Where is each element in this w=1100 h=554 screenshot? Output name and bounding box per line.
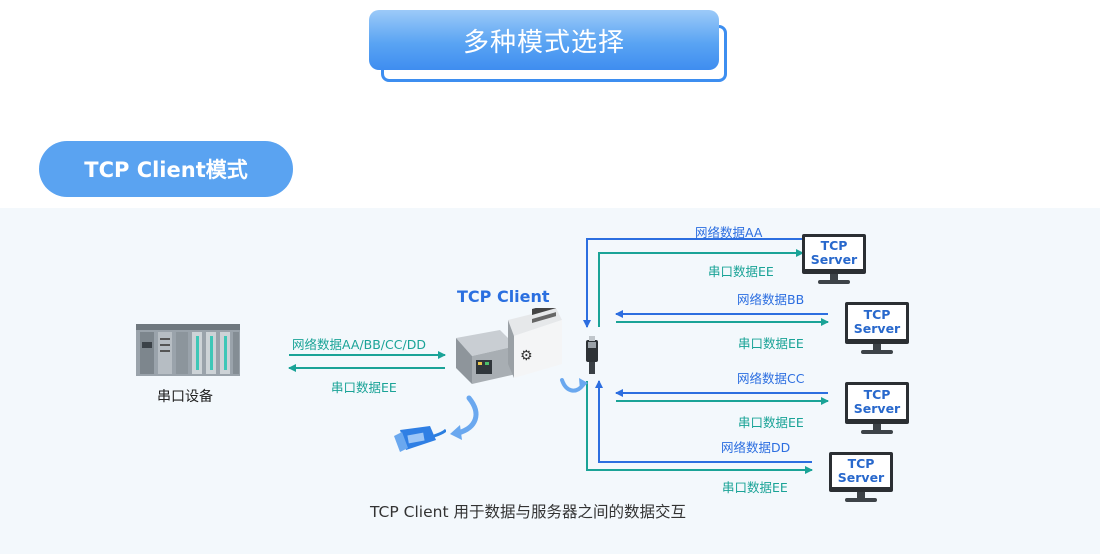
server4-serial-label: 串口数据EE — [722, 480, 788, 495]
tcp-server-monitor-4: TCP Server — [829, 452, 893, 502]
server2-serial-label: 串口数据EE — [738, 336, 804, 351]
svg-text:⚙: ⚙ — [520, 348, 533, 364]
curve-to-usb-arrow — [455, 395, 479, 436]
serial-send-label: 网络数据AA/BB/CC/DD — [292, 337, 426, 352]
plc-device-icon — [136, 324, 240, 376]
server1-serial-arrow — [598, 249, 804, 327]
tcp-server-monitor-1: TCP Server — [802, 234, 866, 284]
server3-net-label: 网络数据CC — [737, 371, 805, 386]
serial-server-module-icon: ⚙ — [456, 308, 562, 384]
server1-net-arrow — [583, 238, 803, 328]
server1-serial-label: 串口数据EE — [708, 264, 774, 279]
server2-name-line2: Server — [853, 321, 901, 336]
device-label: 串口设备 — [157, 389, 213, 405]
server4-serial-arrow — [586, 381, 813, 474]
diagram-panel — [0, 208, 1100, 554]
tcp-client-label: TCP Client — [457, 287, 550, 306]
tcp-server-monitor-2: TCP Server — [845, 302, 909, 354]
usb-serial-cable-icon — [394, 426, 446, 452]
server1-name-line1: TCP — [820, 238, 848, 253]
server4-name-line2: Server — [837, 470, 885, 485]
server2-net-label: 网络数据BB — [737, 292, 805, 307]
page-title: 多种模式选择 — [369, 10, 719, 70]
server4-net-label: 网络数据DD — [721, 440, 791, 455]
mode-badge: TCP Client模式 — [39, 141, 293, 197]
ethernet-plug-icon — [586, 336, 598, 374]
server4-net-arrow — [595, 380, 812, 463]
server4-name-line1: TCP — [847, 456, 875, 471]
server1-name-line2: Server — [810, 252, 858, 267]
server1-net-label: 网络数据AA — [695, 225, 763, 240]
server3-serial-label: 串口数据EE — [738, 415, 804, 430]
diagram-caption: TCP Client 用于数据与服务器之间的数据交互 — [370, 503, 686, 521]
server3-name-line1: TCP — [863, 387, 891, 402]
serial-recv-label: 串口数据EE — [331, 380, 397, 395]
server2-name-line1: TCP — [863, 307, 891, 322]
tcp-server-monitor-3: TCP Server — [845, 382, 909, 434]
server3-name-line2: Server — [853, 401, 901, 416]
